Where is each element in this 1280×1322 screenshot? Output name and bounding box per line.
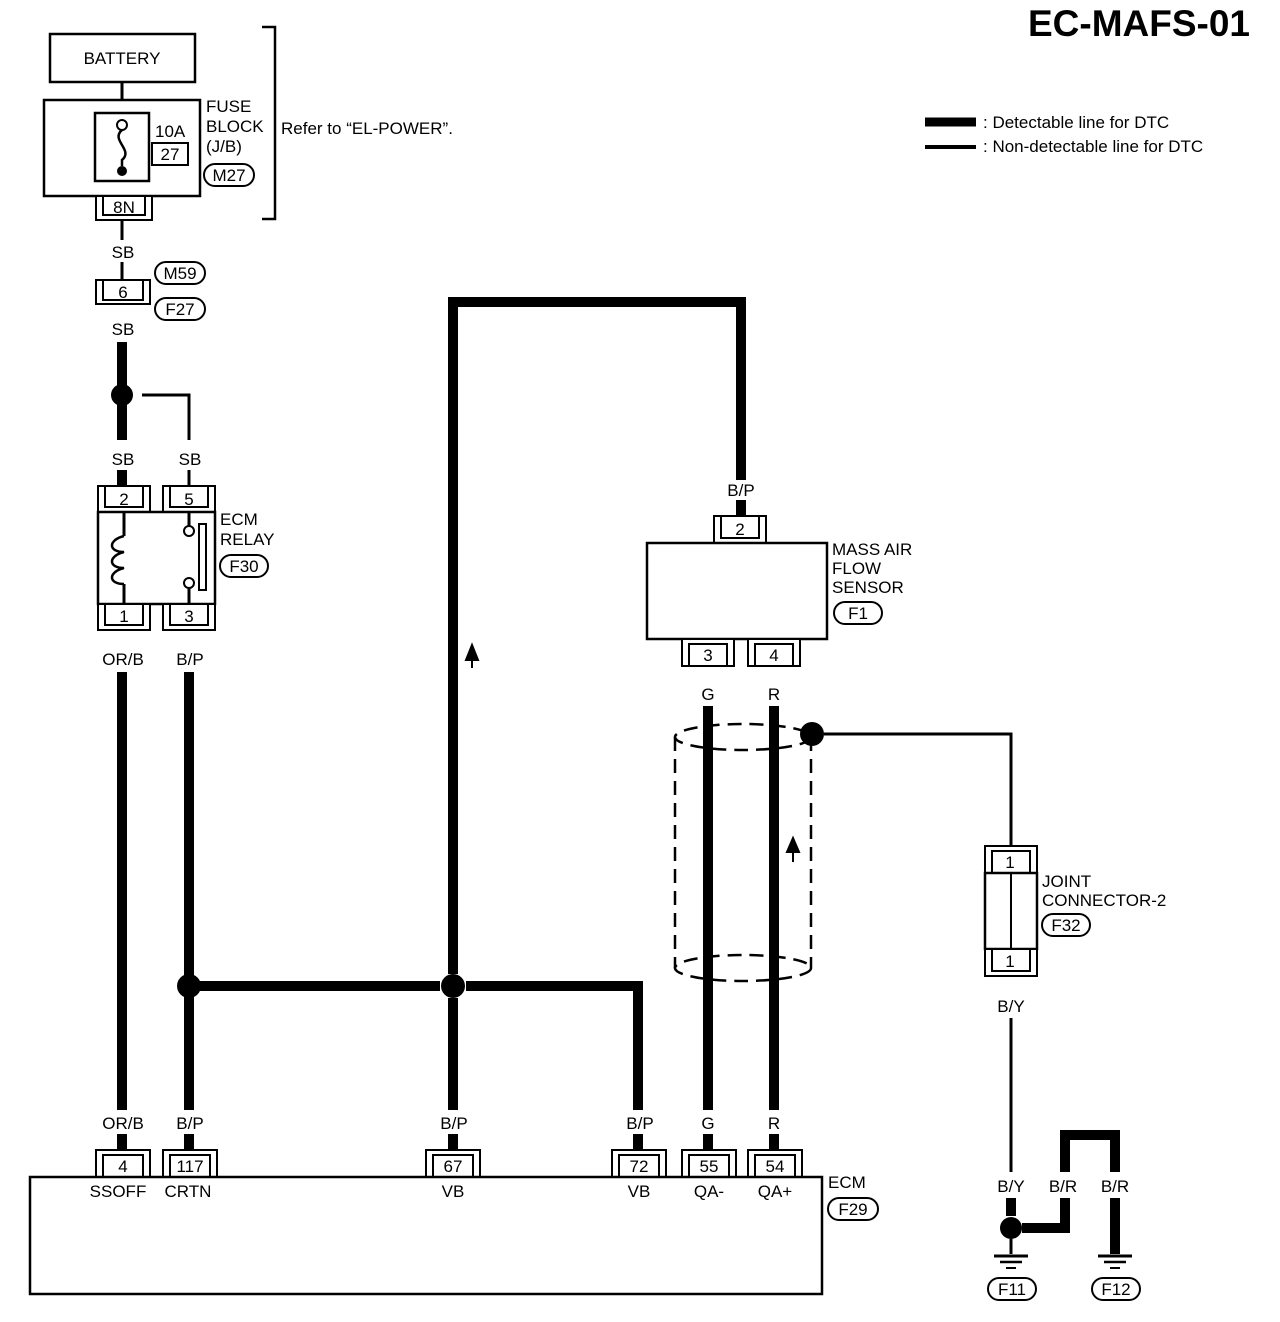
- ground-left-id: F11: [998, 1280, 1026, 1299]
- wire-bp-maf: B/P: [727, 481, 754, 500]
- wire-sb-2: SB: [112, 320, 135, 339]
- ecm-wire-67: B/P: [440, 1114, 467, 1133]
- ecm-pin-72: 72: [630, 1157, 649, 1176]
- ground-icon-left: [994, 1254, 1028, 1269]
- reference-bracket: [262, 25, 277, 221]
- arrow-up-icon: [464, 642, 480, 668]
- harness-pin: 6: [118, 283, 127, 302]
- ecm-term-vb-67: VB: [442, 1182, 465, 1201]
- ecm-term-qa-plus: QA+: [758, 1182, 793, 1201]
- wire-by-2: B/Y: [997, 1177, 1024, 1196]
- maf-connector: F1: [848, 604, 868, 623]
- ecm-pin-117: 117: [176, 1157, 203, 1176]
- joint-connector-id: F32: [1051, 916, 1080, 935]
- legend-non-detectable-text: : Non-detectable line for DTC: [983, 137, 1203, 156]
- ecm-relay: 2 5 1 3: [96, 485, 217, 631]
- ecm-pin-4: 4: [118, 1157, 127, 1176]
- ecm-wire-117: B/P: [176, 1114, 203, 1133]
- legend-detectable-text: : Detectable line for DTC: [983, 113, 1169, 132]
- maf-pin-2: 2: [735, 520, 744, 539]
- legend: : Detectable line for DTC : Non-detectab…: [925, 113, 1203, 156]
- ecm-relay-connector: F30: [229, 557, 258, 576]
- ecm-pin-67: 67: [444, 1157, 463, 1176]
- ecm-relay-label-2: RELAY: [220, 530, 275, 549]
- ecm: 4 117 67 72 55 54 SSOFF CRTN VB VB QA- Q…: [28, 1149, 824, 1296]
- harness-connector: 6 M59 F27: [95, 261, 206, 321]
- maf-label-1: MASS AIR: [832, 540, 912, 559]
- harness-upper: M59: [163, 264, 196, 283]
- fuse-block-label-1: FUSE: [206, 97, 251, 116]
- harness-lower: F27: [165, 300, 194, 319]
- ground-right-id: F12: [1101, 1280, 1130, 1299]
- fuse-block-label-2: BLOCK: [206, 117, 264, 136]
- maf-label-2: FLOW: [832, 559, 881, 578]
- splice-bp-left: [177, 974, 201, 998]
- arrow-up-icon-2: [785, 835, 801, 862]
- relay-pin-5: 5: [184, 490, 193, 509]
- wire-sb-1: SB: [112, 243, 135, 262]
- joint-label-1: JOINT: [1042, 872, 1091, 891]
- maf-sensor: 2 3 4: [645, 515, 829, 667]
- ecm-wire-4: OR/B: [102, 1114, 144, 1133]
- ecm-term-ssoff: SSOFF: [90, 1182, 147, 1201]
- fuse-terminal: 8N: [113, 198, 135, 217]
- ground-icon-right: [1098, 1254, 1132, 1269]
- wire-r-top: R: [768, 685, 780, 704]
- ecm-wire-55: G: [701, 1114, 714, 1133]
- relay-pin-1: 1: [119, 607, 128, 626]
- battery-label: BATTERY: [84, 49, 161, 68]
- ecm-term-vb-72: VB: [628, 1182, 651, 1201]
- splice-bp-center: [441, 974, 465, 998]
- wire-orb-top: OR/B: [102, 650, 144, 669]
- ecm-wire-72: B/P: [626, 1114, 653, 1133]
- relay-pin-2: 2: [119, 490, 128, 509]
- wire-sb-4: SB: [179, 450, 202, 469]
- maf-label-3: SENSOR: [832, 578, 904, 597]
- wire-g-top: G: [701, 685, 714, 704]
- fuse-rating: 10A: [155, 122, 186, 141]
- joint-pin-bottom: 1: [1005, 952, 1014, 971]
- fuse-block-label-3: (J/B): [206, 137, 242, 156]
- diagram-title: EC-MAFS-01: [1028, 3, 1250, 44]
- ecm-terminal-labels: OR/B B/P B/P B/P G R: [102, 1114, 780, 1133]
- ecm-connector: F29: [838, 1200, 867, 1219]
- ecm-relay-label-1: ECM: [220, 510, 258, 529]
- joint-connector: 1 1: [983, 845, 1039, 977]
- ecm-term-qa-minus: QA-: [694, 1182, 724, 1201]
- fuse-number: 27: [161, 145, 180, 164]
- fuse-block-connector: M27: [212, 166, 245, 185]
- ecm-label: ECM: [828, 1173, 866, 1192]
- splice-ground: [1000, 1217, 1022, 1239]
- maf-pin-3: 3: [703, 646, 712, 665]
- ecm-wire-54: R: [768, 1114, 780, 1133]
- relay-pin-3: 3: [184, 607, 193, 626]
- fuse-block: 10A 27 8N: [42, 98, 202, 221]
- wire-sb-3: SB: [112, 450, 135, 469]
- joint-pin-top: 1: [1005, 853, 1014, 872]
- ecm-term-crtn: CRTN: [165, 1182, 212, 1201]
- joint-label-2: CONNECTOR-2: [1042, 891, 1166, 910]
- battery: BATTERY: [48, 32, 197, 84]
- maf-pin-4: 4: [769, 646, 778, 665]
- ecm-pin-55: 55: [700, 1157, 719, 1176]
- wire-br-2: B/R: [1101, 1177, 1129, 1196]
- ecm-pin-54: 54: [766, 1157, 785, 1176]
- splice-shield: [800, 722, 824, 746]
- reference-text: Refer to “EL-POWER”.: [281, 119, 453, 138]
- wire-by-1: B/Y: [997, 997, 1024, 1016]
- wire-br-1: B/R: [1049, 1177, 1077, 1196]
- wire-bp-relay: B/P: [176, 650, 203, 669]
